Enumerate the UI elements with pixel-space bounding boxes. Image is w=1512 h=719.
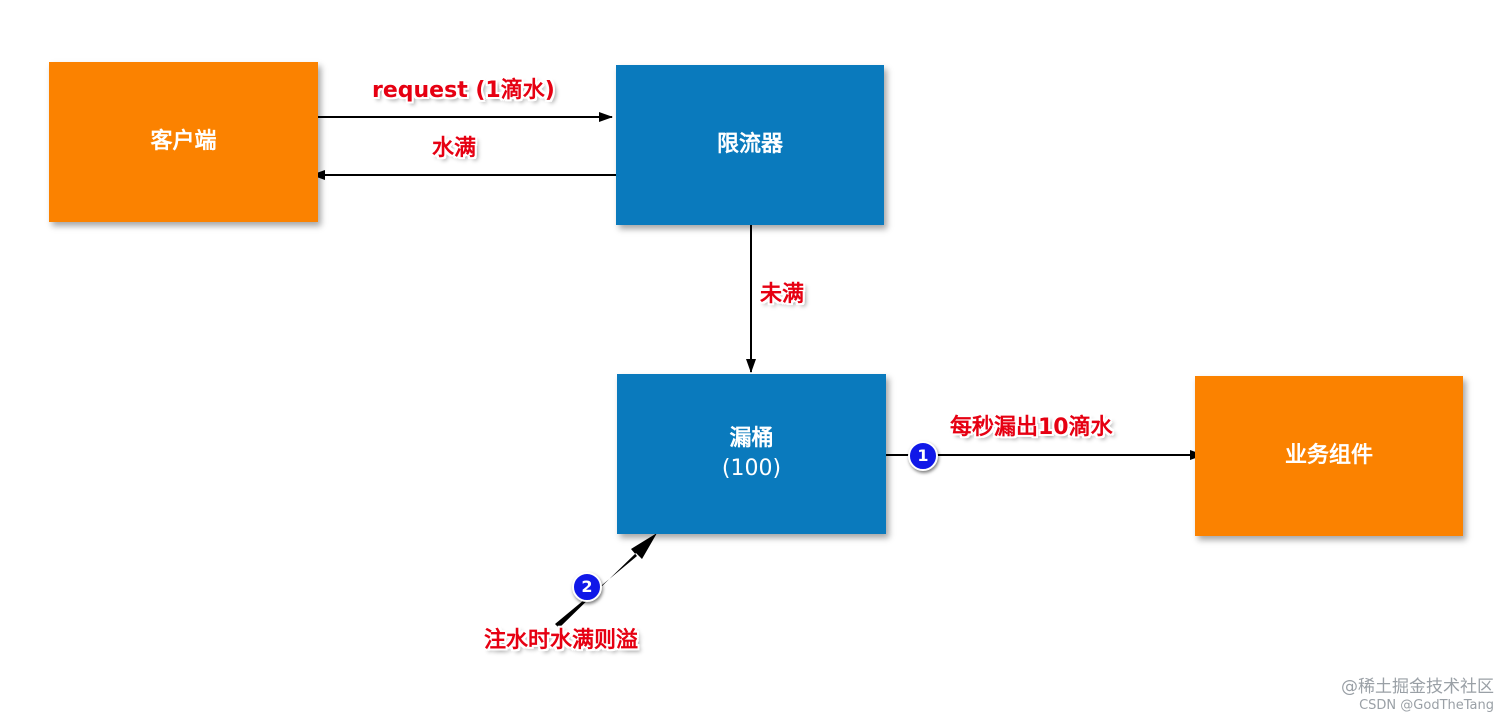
client-node: 客户端 <box>49 62 318 222</box>
rate-limiter-node: 限流器 <box>616 65 884 225</box>
edge-label-full: 水满 <box>432 136 477 161</box>
business-service-node: 业务组件 <box>1195 376 1463 536</box>
leaky-bucket-label: 漏桶 <box>729 426 774 451</box>
edge-label-not-full: 未满 <box>760 282 805 307</box>
edge-label-request: request (1滴水) <box>372 78 555 103</box>
leaky-bucket-node: 漏桶 (100) <box>617 374 886 534</box>
edge-label-leak-rate: 每秒漏出10滴水 <box>950 415 1113 440</box>
rate-limiter-label: 限流器 <box>716 132 783 157</box>
client-label: 客户端 <box>150 129 217 154</box>
watermark-juejin: @稀土掘金技术社区 <box>1341 677 1494 697</box>
leaky-bucket-capacity: (100) <box>721 456 782 481</box>
business-service-label: 业务组件 <box>1284 443 1373 468</box>
watermark-csdn: CSDN @GodTheTang <box>1359 698 1494 713</box>
step-badge-1: 1 <box>908 441 938 471</box>
edge-overflow-arrow <box>555 533 657 628</box>
edge-label-overflow: 注水时水满则溢 <box>484 628 639 653</box>
step-badge-2: 2 <box>572 572 602 602</box>
